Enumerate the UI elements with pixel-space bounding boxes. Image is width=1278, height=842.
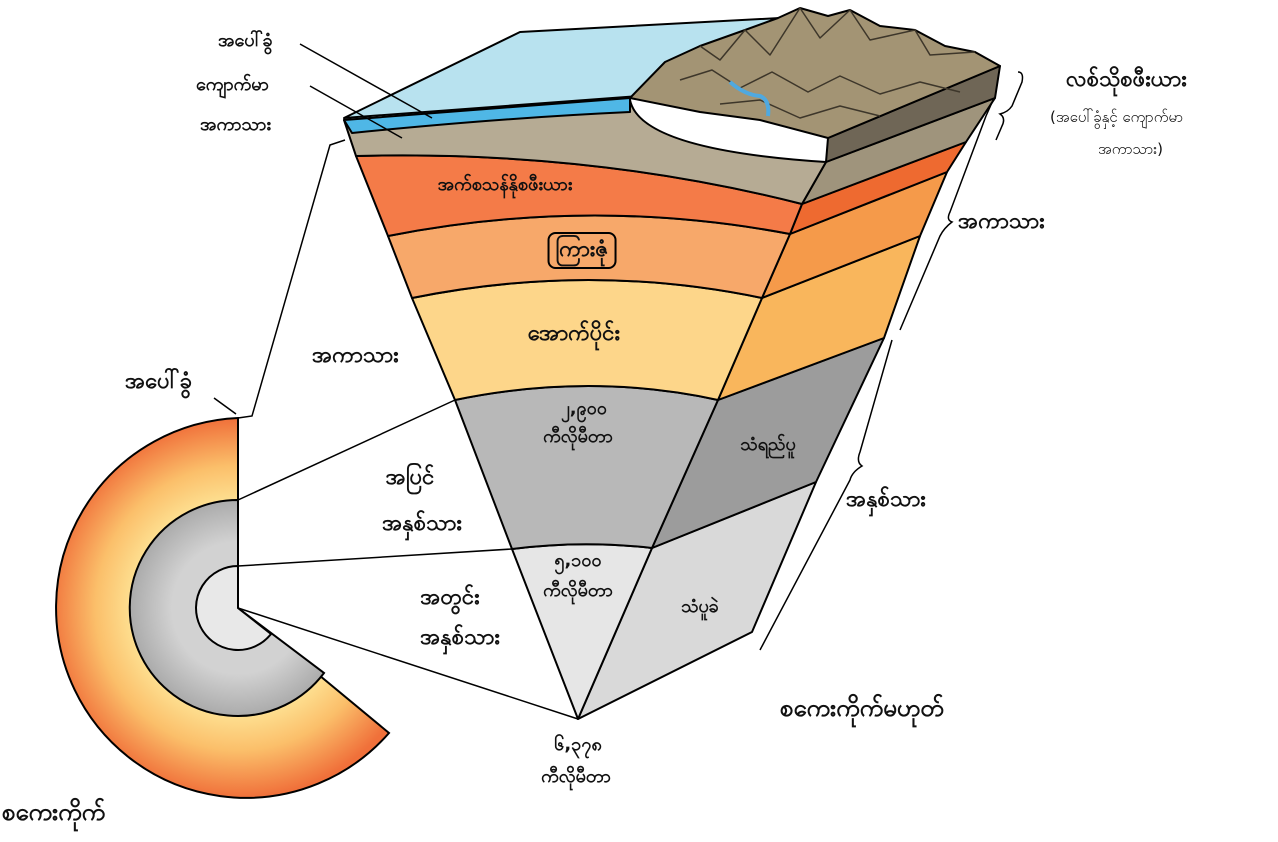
label-depth-6378-unit: ကီလိုမီတာ xyxy=(541,766,611,787)
label-inner-core-2: အနှစ်သား xyxy=(420,625,500,650)
label-outer-core-1: အပြင် xyxy=(385,465,435,490)
label-depth-2900-unit: ကီလိုမီတာ xyxy=(543,426,613,447)
mountain-ridges xyxy=(679,7,976,119)
connector-lines xyxy=(237,139,579,720)
label-not-to-scale: စကေးကိုက်မဟုတ် xyxy=(780,694,944,722)
river xyxy=(728,80,771,117)
label-inner-core-1: အတွင်း xyxy=(420,585,480,610)
label-depth-6378-number: ၆,၃၇၈ xyxy=(554,734,602,755)
land-surface xyxy=(629,7,1001,139)
label-lithosphere-note-1: (အပေါ်ခွံနှင့် ကျောက်မာ xyxy=(1050,108,1184,126)
front-crust xyxy=(343,99,827,205)
wedge-top xyxy=(343,7,1001,139)
label-transition-zone: ကြားဇုံ xyxy=(547,232,617,269)
callout-lines xyxy=(299,43,433,139)
label-mantle-left: အကာသား xyxy=(312,343,399,368)
label-lithosphere: လစ်သိုစဖီးယား xyxy=(1066,67,1187,92)
braces xyxy=(759,71,1024,651)
wedge-side xyxy=(577,65,1001,720)
label-asthenosphere: အက်စသန်နိုစဖီးယား xyxy=(437,174,573,195)
label-depth-5100-unit: ကီလိုမီတာ xyxy=(543,580,613,601)
scale-cross-section xyxy=(55,397,391,799)
label-mantle-right: အကာသား xyxy=(958,209,1045,234)
inner-core-section xyxy=(195,564,273,651)
label-crust-rock: ကျောက်မာ xyxy=(196,74,269,95)
label-crust-layer: အကာသား xyxy=(200,114,271,135)
mantle-brace xyxy=(899,97,995,331)
label-core-right: အနှစ်သား xyxy=(846,487,926,512)
label-to-scale: စကေးကိုက် xyxy=(2,798,106,826)
label-crust-top: အပေါ်ခွံ xyxy=(218,30,273,51)
wedge-front xyxy=(343,97,827,720)
label-solid-iron: သံပူခဲ xyxy=(681,596,719,617)
label-crust-left: အပေါ်ခွံ xyxy=(125,369,192,394)
label-liquid-iron: သံရည်ပူ xyxy=(740,434,796,455)
label-lower-mantle: အောက်ပိုင်း xyxy=(527,321,621,346)
label-outer-core-2: အနှစ်သား xyxy=(382,511,462,536)
core-brace xyxy=(759,339,893,651)
front-ocean-deep xyxy=(343,97,631,134)
lithosphere-brace xyxy=(995,71,1024,141)
label-lithosphere-note-2: အကာသား) xyxy=(1098,140,1163,158)
label-depth-5100-number: ၅,၁၀၀ xyxy=(554,550,602,571)
label-depth-2900-number: ၂,၉၀၀ xyxy=(560,398,608,419)
